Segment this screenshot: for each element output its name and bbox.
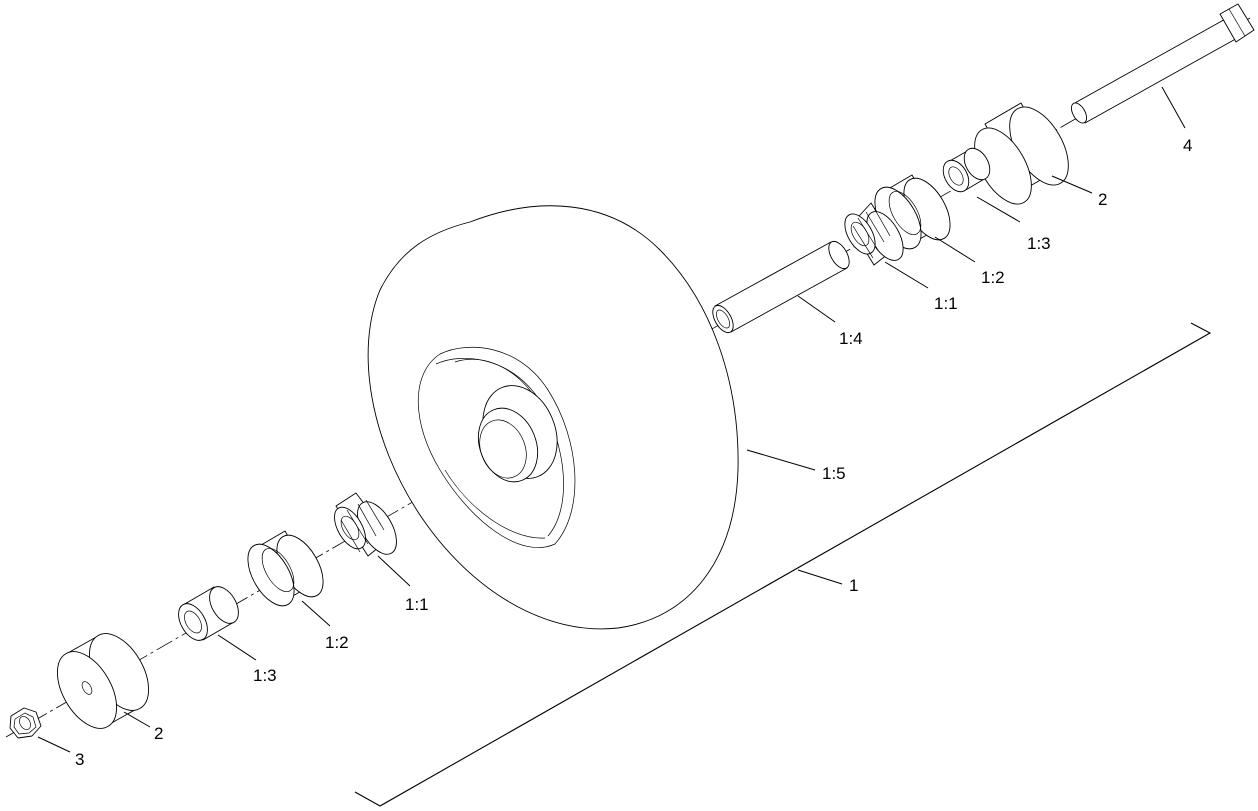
spacer-tube-part [712,240,850,334]
callout-2-top: 2 [1098,190,1107,209]
callout-1: 1 [849,576,858,595]
leader-1-4 [797,295,836,323]
leader-1-1-top [884,261,929,289]
leader-1-5 [746,449,816,471]
bearing-cup-top-part [874,174,951,250]
leader-1-3-bottom [217,634,257,661]
callout-1-1-bottom: 1:1 [405,595,429,614]
spacer-bottom-part [178,586,239,641]
callout-1-3-bottom: 1:3 [253,666,277,685]
assembly-bracket [354,322,1212,807]
bearing-cone-bottom-part [334,492,397,557]
bearing-cup-bottom-part [247,530,324,607]
leader-1-1-bottom [377,555,411,587]
callout-1-5: 1:5 [822,464,846,483]
callout-labels: 1 1:1 1:2 1:3 1:1 1:2 1:3 1:4 1:5 2 2 3 … [75,136,1192,769]
callout-1-4: 1:4 [839,329,863,348]
tire-part [367,205,739,630]
leader-1 [797,569,843,585]
leader-2-top [1051,175,1093,194]
callout-2-bottom: 2 [154,724,163,743]
callout-3: 3 [75,750,84,769]
cap-bottom-part [57,633,149,729]
callout-1-2-top: 1:2 [981,268,1005,287]
leader-1-3-top [976,196,1021,223]
leader-4 [1161,86,1186,129]
callout-1-2-bottom: 1:2 [325,633,349,652]
spacer-top-part [942,147,991,193]
bearing-cone-top-part [844,202,904,266]
bolt-part [1070,3,1255,124]
nut-part [9,707,42,739]
leader-1-2-top [934,236,976,263]
callout-1-3-top: 1:3 [1027,234,1051,253]
leader-lines [37,86,1186,753]
callout-1-1-top: 1:1 [934,294,958,313]
leader-2-bottom [123,711,151,728]
leader-3 [37,736,71,753]
leader-1-2-bottom [301,600,331,627]
callout-4: 4 [1183,136,1192,155]
